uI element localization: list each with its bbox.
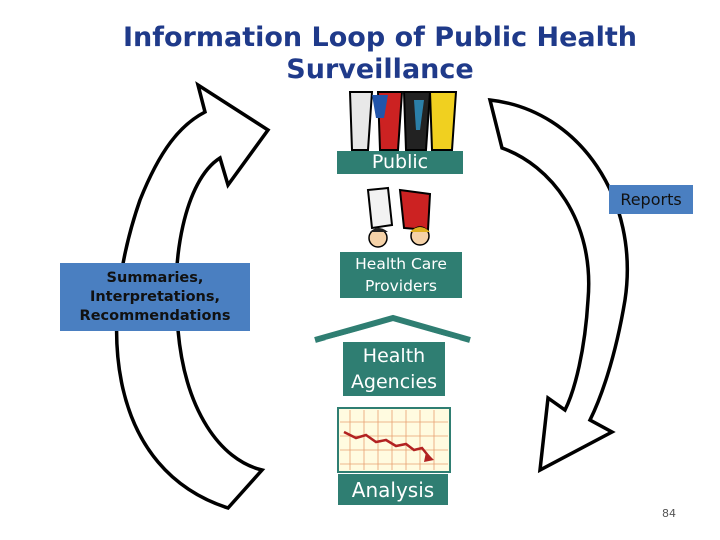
providers-people-image — [350, 186, 446, 250]
public-label: Public — [371, 151, 429, 173]
reports-node: Reports — [609, 185, 693, 214]
health-care-providers-node: Health Care Providers — [340, 252, 462, 298]
left-loop-arrow — [114, 81, 271, 511]
summaries-label-2: Interpretations, — [89, 288, 221, 305]
providers-label-1: Health Care — [355, 255, 447, 273]
page-number: 84 — [662, 507, 676, 520]
public-node: Public — [337, 151, 463, 174]
health-agencies-node: Health Agencies — [343, 342, 445, 396]
analysis-label: Analysis — [351, 477, 435, 502]
page-title: Information Loop of Public Health Survei… — [122, 22, 638, 85]
agencies-label-1: Health — [362, 345, 426, 367]
agency-house-roof — [314, 314, 471, 343]
providers-label-2: Providers — [365, 277, 437, 295]
summaries-label-3: Recommendations — [79, 307, 231, 324]
analysis-node: Analysis — [338, 474, 448, 505]
summaries-label-1: Summaries, — [106, 269, 204, 286]
right-loop-arrow — [487, 97, 630, 474]
agencies-label-2: Agencies — [350, 371, 438, 393]
summaries-node: Summaries, Interpretations, Recommendati… — [60, 263, 250, 331]
reports-label: Reports — [620, 190, 682, 209]
public-people-image — [338, 88, 462, 152]
analysis-trend-line — [343, 430, 431, 459]
analysis-chart-image — [337, 407, 451, 473]
